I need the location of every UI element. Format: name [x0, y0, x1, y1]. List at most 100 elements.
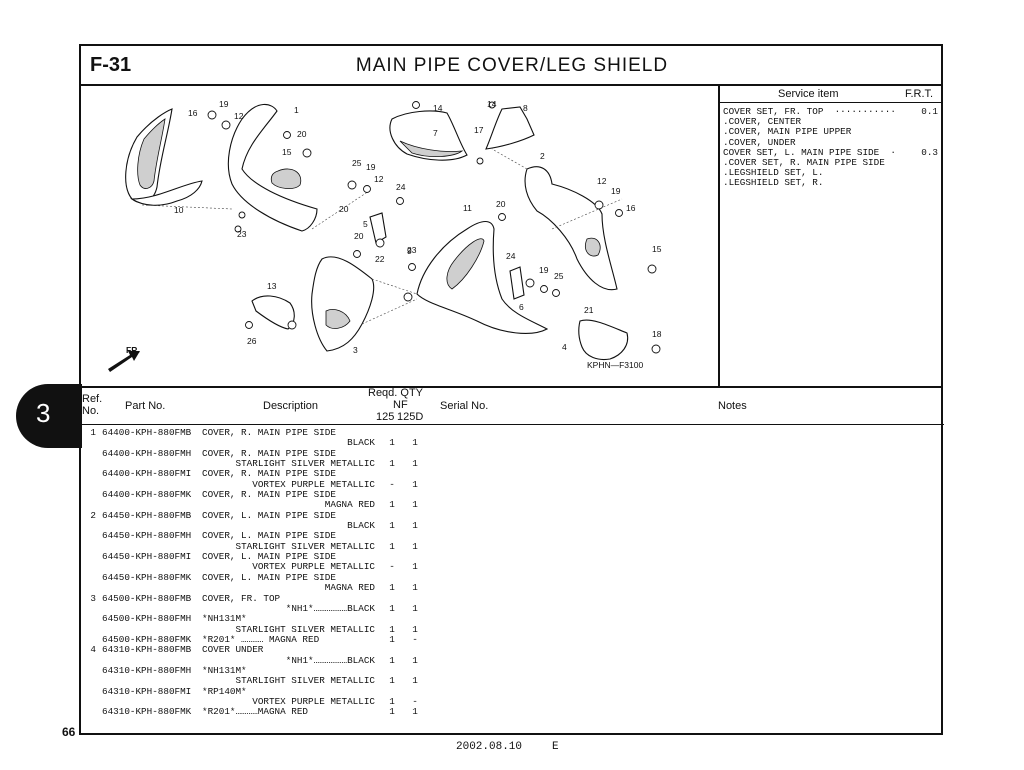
cell-desc: COVER, FR. TOP [202, 592, 281, 604]
cell-desc: COVER, L. MAIN PIPE SIDE [202, 530, 336, 542]
callout-8: 8 [523, 103, 528, 113]
cell-var: MAGNA RED [324, 582, 375, 594]
cell-var: BLACK [347, 520, 375, 532]
cell-part: 64450-KPH-880FMH [102, 530, 192, 542]
page-title: MAIN PIPE COVER/LEG SHIELD [355, 55, 669, 76]
callout-labels: 1 2 3 4 5 6 7 8 9 10 11 12 12 12 13 14 1… [174, 99, 662, 355]
cell-q1: 1 [389, 540, 395, 552]
cell-part: 64500-KPH-880FMH [102, 613, 192, 625]
cell-var: VORTEX PURPLE METALLIC [252, 478, 375, 490]
cell-q1: - [389, 561, 395, 573]
cell-var: *NH1*………………BLACK [285, 602, 375, 614]
callout-2: 2 [540, 151, 545, 161]
cell-desc: COVER, L. MAIN PIPE SIDE [202, 509, 336, 521]
callout-25b: 25 [554, 271, 564, 281]
col-description: Description [263, 400, 319, 412]
section-tab[interactable]: 3 [16, 384, 82, 448]
callout-23b: 23 [407, 245, 417, 255]
col-part-no: Part No. [125, 400, 166, 412]
cell-q2: 1 [412, 654, 418, 666]
cell-part: 64450-KPH-880FMK [102, 571, 192, 583]
cell-ref: 1 [90, 427, 96, 438]
cell-desc: *NH131M* [202, 613, 247, 625]
cell-desc: COVER, R. MAIN PIPE SIDE [202, 468, 336, 480]
title-rule [80, 84, 942, 86]
cell-part: 64310-KPH-880FMK [102, 706, 192, 718]
callout-19d: 19 [539, 265, 549, 275]
cover-r-main-pipe-side [227, 103, 318, 232]
cover-l-main-pipe-side [524, 166, 618, 291]
service-item-list: COVER SET, FR. TOP ···········0.1 .COVER… [723, 106, 941, 189]
col-qty-125d: 125D [397, 411, 424, 423]
col-no: No. [82, 405, 100, 417]
callout-17: 17 [474, 125, 484, 135]
cell-q1: 1 [389, 458, 395, 470]
cell-part: 64500-KPH-880FMB [102, 592, 192, 604]
callout-12b: 12 [374, 174, 384, 184]
cell-q1: 1 [389, 633, 395, 645]
cell-var: BLACK [347, 437, 375, 449]
callout-22: 22 [375, 254, 385, 264]
col-qty-125: 125 [376, 411, 395, 423]
legshield-right [416, 220, 549, 334]
cell-part: 64450-KPH-880FMB [102, 509, 192, 521]
page-number: 66 [62, 725, 76, 739]
service-item: .COVER SET, R. MAIN PIPE SIDE [723, 157, 885, 169]
cell-part: 64310-KPH-880FMB [102, 644, 192, 656]
cell-part: 64310-KPH-880FMH [102, 664, 192, 676]
callout-16a: 16 [188, 108, 198, 118]
fasteners [207, 101, 661, 354]
footer-edition: E [552, 741, 559, 753]
cell-desc: COVER, R. MAIN PIPE SIDE [202, 489, 336, 501]
callout-19b: 19 [366, 162, 376, 172]
callout-14b: 14 [487, 99, 497, 109]
cell-q2: 1 [412, 582, 418, 594]
cell-desc: COVER, L. MAIN PIPE SIDE [202, 571, 336, 583]
cell-q2: 1 [412, 623, 418, 635]
header-top-rule [80, 386, 942, 388]
cell-part: 64450-KPH-880FMI [102, 551, 192, 563]
cell-q2: 1 [412, 706, 418, 718]
cell-q1: 1 [389, 602, 395, 614]
cell-q1: 1 [389, 706, 395, 718]
table-row: 64310-KPH-880FMH*NH131M* [82, 664, 442, 676]
frt-header: F.R.T. [905, 88, 934, 100]
table-row: VORTEX PURPLE METALLIC-1 [82, 561, 442, 573]
callout-20b: 20 [339, 204, 349, 214]
cell-part: 64400-KPH-880FMI [102, 468, 192, 480]
service-item: .COVER, CENTER [723, 116, 802, 128]
service-item: .COVER, UNDER [723, 136, 796, 148]
service-header-rule [719, 102, 941, 103]
col-notes: Notes [718, 400, 747, 412]
cell-desc: *RP140M* [202, 685, 247, 697]
cell-var: *NH1*………………BLACK [285, 654, 375, 666]
cell-ref: 3 [90, 592, 96, 604]
service-divider [718, 85, 720, 387]
callout-18: 18 [652, 329, 662, 339]
cell-desc: COVER, L. MAIN PIPE SIDE [202, 551, 336, 563]
cell-q2: 1 [412, 675, 418, 687]
table-row: VORTEX PURPLE METALLIC-1 [82, 478, 442, 490]
header-bottom-rule [80, 424, 944, 425]
callout-7: 7 [433, 128, 438, 138]
callout-12c: 12 [597, 176, 607, 186]
service-item: COVER SET, FR. TOP ···········0.1 [723, 106, 938, 117]
callout-9: 9 [407, 246, 412, 256]
callout-24a: 24 [396, 182, 406, 192]
callout-20c: 20 [354, 231, 364, 241]
callout-20a: 20 [297, 129, 307, 139]
cell-desc: *R201*…………MAGNA RED [202, 706, 309, 718]
legshield-left [125, 108, 203, 206]
footer-date: 2002.08.10 [456, 741, 523, 753]
cell-q2: 1 [412, 561, 418, 573]
callout-13: 13 [267, 281, 277, 291]
